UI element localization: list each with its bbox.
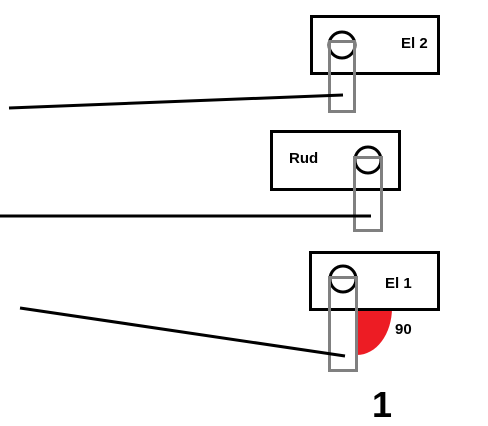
- pivot-circle: [353, 145, 383, 175]
- slider-arm: [353, 156, 383, 232]
- pivot-circle: [327, 30, 357, 60]
- slider-arm: [328, 276, 358, 372]
- servo-box: [310, 15, 440, 75]
- angle-label: 90: [395, 321, 412, 338]
- angle-wedge: [357, 308, 392, 355]
- unit-el1: El 1 90: [19, 251, 440, 372]
- servo-box: [309, 251, 440, 311]
- control-rod: [8, 93, 344, 110]
- slider-arm: [328, 40, 356, 113]
- unit-el2: El 2: [8, 15, 440, 113]
- unit-rud: Rud: [0, 130, 401, 232]
- servo-label: Rud: [289, 150, 318, 167]
- figure-number: 1: [372, 384, 392, 425]
- control-rod: [19, 306, 346, 358]
- servo-label: El 1: [385, 275, 412, 292]
- servo-box: [270, 130, 401, 191]
- servo-label: El 2: [401, 35, 428, 52]
